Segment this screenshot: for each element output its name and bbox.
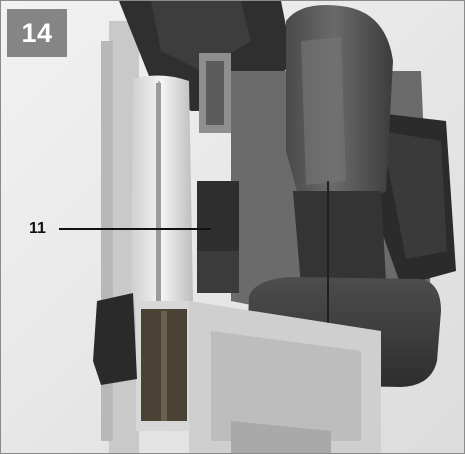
callout-leader-line [59,228,211,230]
callout-label-11: 11 [29,220,46,237]
figure-number-badge: 14 [7,9,67,57]
figure-number: 14 [21,17,53,48]
